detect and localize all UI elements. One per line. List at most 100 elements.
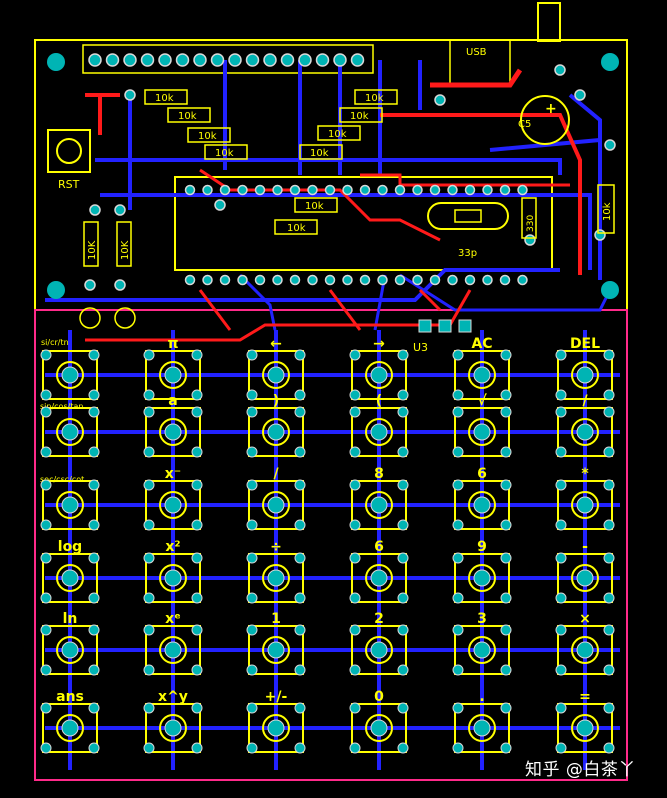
key-button[interactable]: ← bbox=[246, 336, 306, 401]
key-outline[interactable] bbox=[145, 553, 201, 603]
key-button[interactable] bbox=[40, 479, 100, 531]
key-cap[interactable] bbox=[468, 418, 496, 446]
key-button[interactable]: ( bbox=[349, 393, 409, 458]
key-cap[interactable] bbox=[468, 564, 496, 592]
key-cap[interactable] bbox=[56, 564, 84, 592]
key-outline[interactable] bbox=[351, 703, 407, 753]
key-button[interactable]: a bbox=[143, 393, 203, 458]
key-button[interactable]: 3 bbox=[452, 611, 512, 676]
key-outline[interactable] bbox=[351, 350, 407, 400]
key-cap[interactable] bbox=[468, 714, 496, 742]
key-outline[interactable] bbox=[557, 553, 613, 603]
key-outline[interactable] bbox=[248, 703, 304, 753]
key-cap[interactable] bbox=[56, 418, 84, 446]
key-outline[interactable] bbox=[248, 407, 304, 457]
key-cap[interactable] bbox=[262, 636, 290, 664]
key-outline[interactable] bbox=[42, 350, 98, 400]
key-cap[interactable] bbox=[571, 361, 599, 389]
key-outline[interactable] bbox=[557, 703, 613, 753]
key-outline[interactable] bbox=[145, 625, 201, 675]
key-button[interactable]: x² bbox=[143, 539, 203, 604]
key-button[interactable]: +/- bbox=[246, 689, 306, 754]
key-cap[interactable] bbox=[571, 418, 599, 446]
key-button[interactable]: log bbox=[40, 539, 100, 604]
key-outline[interactable] bbox=[145, 407, 201, 457]
key-cap[interactable] bbox=[365, 564, 393, 592]
key-button[interactable]: 0 bbox=[349, 689, 409, 754]
key-cap[interactable] bbox=[159, 418, 187, 446]
key-cap[interactable] bbox=[365, 714, 393, 742]
key-button[interactable]: = bbox=[555, 689, 615, 754]
key-button[interactable]: x^y bbox=[143, 689, 203, 754]
key-cap[interactable] bbox=[262, 418, 290, 446]
key-cap[interactable] bbox=[365, 636, 393, 664]
key-outline[interactable] bbox=[248, 350, 304, 400]
key-outline[interactable] bbox=[557, 407, 613, 457]
key-cap[interactable] bbox=[56, 714, 84, 742]
key-button[interactable]: 2 bbox=[349, 611, 409, 676]
key-outline[interactable] bbox=[557, 625, 613, 675]
key-button[interactable]: ans bbox=[40, 689, 100, 754]
key-outline[interactable] bbox=[145, 350, 201, 400]
key-button[interactable]: ÷ bbox=[246, 539, 306, 604]
key-button[interactable]: ) bbox=[246, 393, 306, 458]
key-outline[interactable] bbox=[454, 703, 510, 753]
key-outline[interactable] bbox=[42, 407, 98, 457]
key-outline[interactable] bbox=[248, 553, 304, 603]
key-button[interactable]: 6 bbox=[349, 539, 409, 604]
key-cap[interactable] bbox=[365, 361, 393, 389]
key-outline[interactable] bbox=[42, 625, 98, 675]
key-button[interactable]: x⁻ bbox=[143, 466, 203, 531]
key-button[interactable]: 6 bbox=[452, 466, 512, 531]
key-button[interactable] bbox=[40, 349, 100, 401]
key-outline[interactable] bbox=[557, 350, 613, 400]
key-outline[interactable] bbox=[145, 703, 201, 753]
key-cap[interactable] bbox=[159, 636, 187, 664]
key-outline[interactable] bbox=[351, 480, 407, 530]
key-cap[interactable] bbox=[56, 361, 84, 389]
key-cap[interactable] bbox=[159, 564, 187, 592]
key-outline[interactable] bbox=[42, 553, 98, 603]
key-outline[interactable] bbox=[454, 480, 510, 530]
key-outline[interactable] bbox=[351, 625, 407, 675]
key-outline[interactable] bbox=[454, 350, 510, 400]
key-cap[interactable] bbox=[571, 564, 599, 592]
key-button[interactable]: 9 bbox=[452, 539, 512, 604]
key-cap[interactable] bbox=[262, 491, 290, 519]
reset-button-cap[interactable] bbox=[56, 138, 82, 164]
key-button[interactable]: AC bbox=[452, 336, 512, 401]
key-cap[interactable] bbox=[262, 714, 290, 742]
key-button[interactable]: → bbox=[349, 336, 409, 401]
key-cap[interactable] bbox=[468, 361, 496, 389]
key-outline[interactable] bbox=[454, 625, 510, 675]
key-cap[interactable] bbox=[56, 491, 84, 519]
key-outline[interactable] bbox=[248, 625, 304, 675]
key-outline[interactable] bbox=[42, 703, 98, 753]
key-cap[interactable] bbox=[159, 714, 187, 742]
key-cap[interactable] bbox=[468, 491, 496, 519]
key-outline[interactable] bbox=[351, 407, 407, 457]
key-button[interactable]: 1 bbox=[246, 611, 306, 676]
key-outline[interactable] bbox=[454, 407, 510, 457]
key-button[interactable]: × bbox=[555, 611, 615, 676]
key-button[interactable]: ln bbox=[40, 611, 100, 676]
key-cap[interactable] bbox=[262, 361, 290, 389]
key-button[interactable]: * bbox=[555, 466, 615, 531]
key-button[interactable]: xᵉ bbox=[143, 611, 203, 676]
key-button[interactable]: DEL bbox=[555, 336, 615, 401]
key-cap[interactable] bbox=[262, 564, 290, 592]
key-cap[interactable] bbox=[571, 491, 599, 519]
key-cap[interactable] bbox=[159, 361, 187, 389]
key-button[interactable]: / bbox=[246, 466, 306, 531]
key-button[interactable] bbox=[40, 406, 100, 458]
key-button[interactable]: / bbox=[555, 393, 615, 458]
key-cap[interactable] bbox=[468, 636, 496, 664]
key-outline[interactable] bbox=[454, 553, 510, 603]
key-cap[interactable] bbox=[571, 714, 599, 742]
key-cap[interactable] bbox=[365, 491, 393, 519]
key-button[interactable]: . bbox=[452, 689, 512, 754]
key-cap[interactable] bbox=[56, 636, 84, 664]
key-button[interactable]: √ bbox=[452, 393, 512, 458]
key-button[interactable]: π bbox=[143, 336, 203, 401]
key-cap[interactable] bbox=[571, 636, 599, 664]
